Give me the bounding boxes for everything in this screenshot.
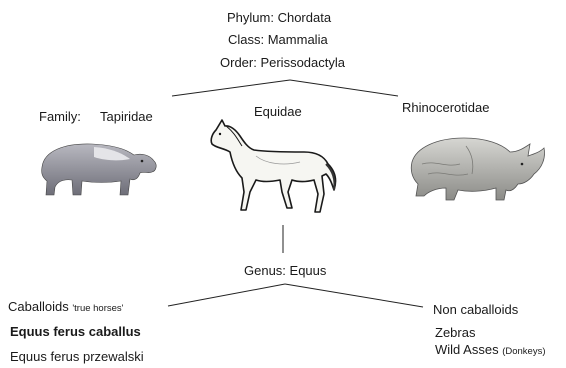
family-prefix-label: Family:: [39, 109, 81, 125]
family-rhinocerotidae-label: Rhinocerotidae: [402, 100, 489, 116]
genus-branch-left: [168, 284, 285, 306]
caballoids-heading: Caballoids 'true horses': [8, 299, 123, 317]
genus-branch-right: [285, 284, 423, 307]
order-branch-right: [290, 80, 398, 96]
genus-label: Genus: Equus: [244, 263, 326, 279]
caballoids-label: Caballoids: [8, 299, 69, 314]
non-caballoids-heading: Non caballoids: [433, 302, 518, 318]
order-branch-left: [172, 80, 290, 96]
rhinoceros-illustration: [406, 134, 562, 206]
wild-asses-label: Wild Asses: [435, 342, 499, 357]
non-caballoid-zebras: Zebras: [435, 325, 475, 341]
species-equus-ferus-caballus: Equus ferus caballus: [10, 324, 141, 340]
class-label: Class: Mammalia: [228, 32, 328, 48]
species-equus-ferus-przewalski: Equus ferus przewalski: [10, 349, 144, 365]
family-tapiridae-label: Tapiridae: [100, 109, 153, 125]
non-caballoid-wild-asses: Wild Asses (Donkeys): [435, 342, 546, 360]
tapir-illustration: [34, 135, 164, 205]
order-label: Order: Perissodactyla: [220, 55, 345, 71]
wild-asses-note: (Donkeys): [502, 346, 545, 357]
phylum-label: Phylum: Chordata: [227, 10, 331, 26]
horse-illustration: [206, 116, 346, 216]
caballoids-note: 'true horses': [72, 303, 123, 314]
